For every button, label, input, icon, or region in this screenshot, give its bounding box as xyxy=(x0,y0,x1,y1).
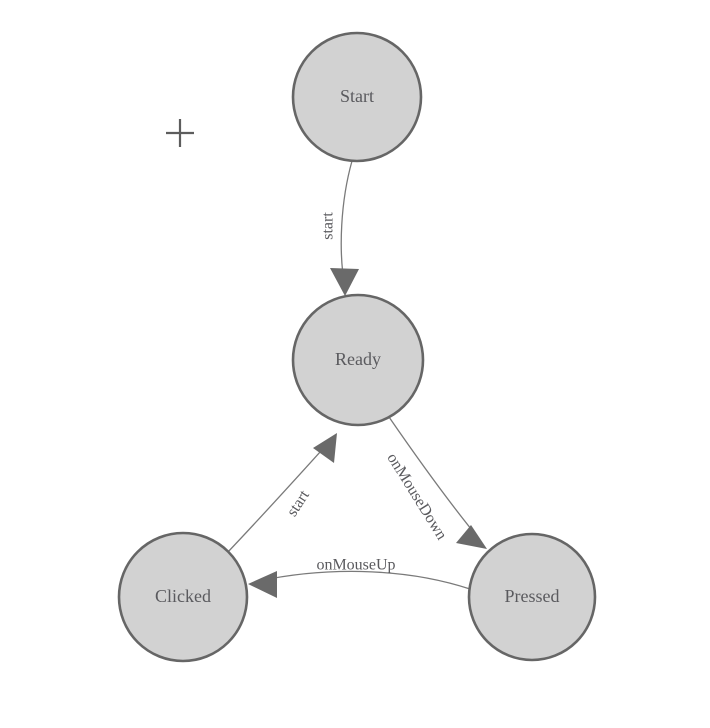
node-pressed[interactable]: Pressed xyxy=(467,532,597,662)
node-circle-start[interactable] xyxy=(291,31,423,163)
node-label-start: Start xyxy=(340,86,374,106)
node-circle-pressed[interactable] xyxy=(467,532,597,662)
edge-start-to-ready[interactable]: start xyxy=(320,160,359,296)
node-label-clicked: Clicked xyxy=(155,586,211,606)
node-label-ready: Ready xyxy=(335,349,381,369)
edge-ready-to-pressed[interactable]: onMouseDown xyxy=(383,416,487,549)
node-label-pressed: Pressed xyxy=(505,586,560,606)
edge-label-start-to-ready: start xyxy=(320,212,337,240)
node-circle-clicked[interactable] xyxy=(117,531,249,663)
edge-line-clicked-to-ready[interactable] xyxy=(226,440,331,554)
node-start[interactable]: Start xyxy=(291,31,423,163)
node-clicked[interactable]: Clicked xyxy=(117,531,249,663)
crosshair-marker[interactable] xyxy=(166,119,194,147)
edge-line-pressed-to-clicked[interactable] xyxy=(258,570,471,590)
edge-label-clicked-to-ready: start xyxy=(284,487,314,520)
arrowhead-icon-clicked-to-ready xyxy=(313,433,337,463)
edge-label-pressed-to-clicked: onMouseUp xyxy=(316,557,395,574)
node-ready[interactable]: Ready xyxy=(291,293,425,427)
node-circle-ready[interactable] xyxy=(291,293,425,427)
markers-layer xyxy=(166,119,194,147)
arrowhead-icon-pressed-to-clicked xyxy=(248,571,277,598)
edge-label-ready-to-pressed: onMouseDown xyxy=(383,450,450,543)
edge-clicked-to-ready[interactable]: start xyxy=(226,433,337,554)
arrowhead-icon-ready-to-pressed xyxy=(456,525,487,549)
arrowhead-icon-start-to-ready xyxy=(330,268,359,296)
edge-pressed-to-clicked[interactable]: onMouseUp xyxy=(248,557,471,598)
